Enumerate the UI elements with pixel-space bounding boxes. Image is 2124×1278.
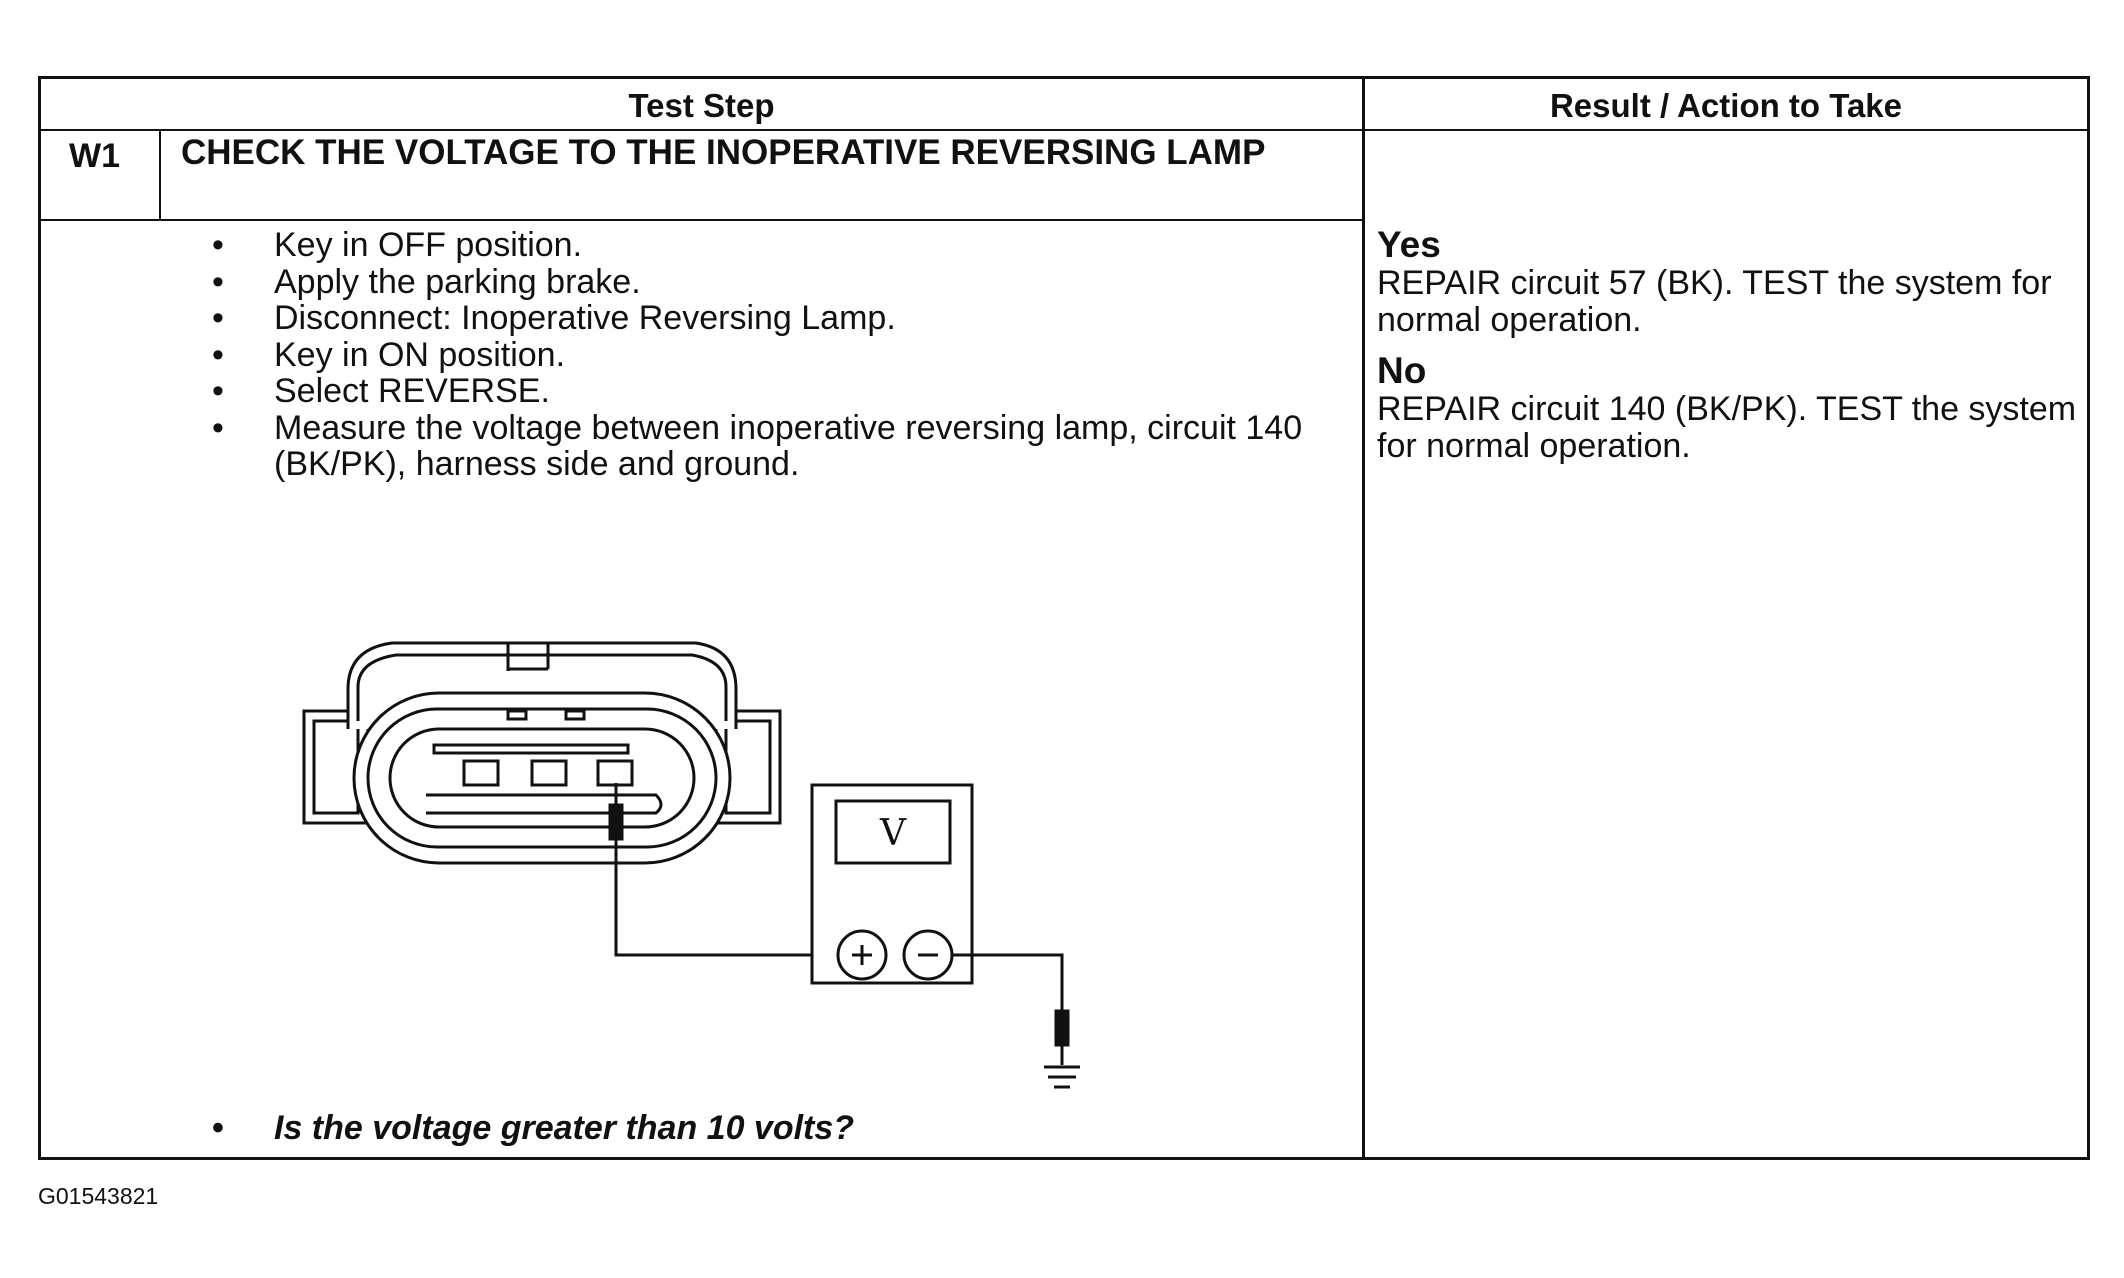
result-yes: Yes REPAIR circuit 57 (BK). TEST the sys… bbox=[1377, 225, 2077, 338]
title-divider bbox=[41, 219, 1363, 221]
instruction-item: Apply the parking brake. bbox=[176, 263, 1366, 301]
wiring-diagram: V bbox=[302, 641, 1080, 1089]
voltmeter-icon bbox=[810, 783, 974, 985]
instruction-list: Key in OFF position. Apply the parking b… bbox=[176, 227, 1366, 483]
step-id-divider bbox=[159, 130, 161, 220]
instruction-item: Disconnect: Inoperative Reversing Lamp. bbox=[176, 300, 1366, 337]
header-divider bbox=[41, 129, 2087, 131]
instruction-item: Measure the voltage between inoperative … bbox=[176, 409, 1366, 483]
header-result-action: Result / Action to Take bbox=[1549, 87, 1903, 124]
step-id: W1 bbox=[69, 137, 120, 175]
test-step-table: Test Step Result / Action to Take W1 CHE… bbox=[38, 76, 2090, 1160]
step-question: Is the voltage greater than 10 volts? bbox=[176, 1109, 854, 1148]
result-yes-action: REPAIR circuit 57 (BK). TEST the system … bbox=[1377, 264, 2052, 339]
header-test-step: Test Step bbox=[628, 87, 775, 124]
meter-symbol: V bbox=[879, 813, 907, 854]
positive-probe bbox=[608, 783, 832, 957]
column-divider bbox=[1362, 79, 1365, 1157]
negative-probe bbox=[952, 953, 1070, 1065]
instruction-item: Key in OFF position. bbox=[176, 227, 1366, 264]
result-yes-label: Yes bbox=[1377, 224, 1441, 265]
ground-icon bbox=[1044, 1065, 1080, 1089]
figure-id: G01543821 bbox=[38, 1183, 159, 1209]
result-no-label: No bbox=[1377, 350, 1427, 391]
connector-icon bbox=[302, 641, 782, 865]
instruction-item: Key in ON position. bbox=[176, 336, 1366, 374]
instruction-item: Select REVERSE. bbox=[176, 373, 1366, 410]
result-no-action: REPAIR circuit 140 (BK/PK). TEST the sys… bbox=[1377, 390, 2077, 465]
result-no: No REPAIR circuit 140 (BK/PK). TEST the … bbox=[1377, 351, 2077, 464]
step-title: CHECK THE VOLTAGE TO THE INOPERATIVE REV… bbox=[181, 133, 1266, 172]
